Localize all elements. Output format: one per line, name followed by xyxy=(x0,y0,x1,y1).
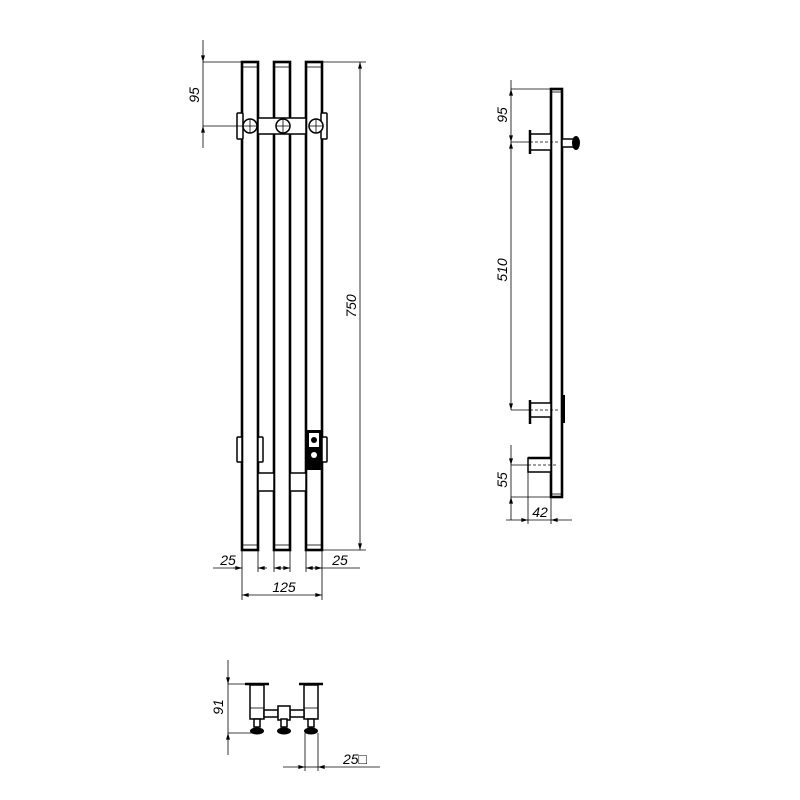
dim-bottom-profile: 25□ xyxy=(342,751,368,767)
side-view: 95 510 55 42 xyxy=(494,80,580,524)
dim-side-bracket-spacing: 510 xyxy=(494,258,510,282)
bottom-view: 91 25□ xyxy=(210,660,380,771)
dim-front-width: 125 xyxy=(272,579,296,595)
dim-side-top-offset: 95 xyxy=(494,107,510,123)
bottom-dimensions xyxy=(226,660,380,771)
side-dimensions xyxy=(506,80,572,524)
bottom-fittings xyxy=(245,682,323,735)
dim-front-height: 750 xyxy=(343,294,359,318)
vertical-bars xyxy=(240,60,324,552)
bottom-mounting-brackets xyxy=(236,436,328,492)
side-panel xyxy=(549,87,564,499)
dim-front-top-offset: 95 xyxy=(186,87,202,103)
dim-side-bottom-offset: 55 xyxy=(494,472,510,488)
dim-bottom-projection: 91 xyxy=(210,699,226,715)
front-view: 95 750 25 25 125 xyxy=(186,40,366,600)
heating-element-valve xyxy=(307,430,321,470)
side-knob xyxy=(561,136,580,423)
side-brackets xyxy=(527,130,558,473)
front-dimensions xyxy=(201,40,366,600)
dim-front-right-bar: 25 xyxy=(331,552,348,568)
dim-front-left-bar: 25 xyxy=(219,552,236,568)
dim-side-depth: 42 xyxy=(532,504,548,520)
